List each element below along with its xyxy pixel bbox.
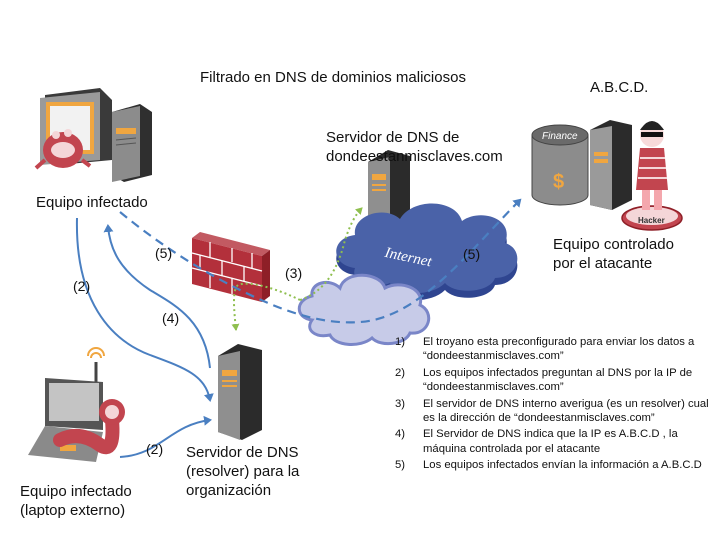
attacker-label: Equipo controlado por el atacante [553,235,674,273]
step3-dns-to-org-dotted [231,282,301,331]
org-dns-label: Servidor de DNS (resolver) para la organ… [186,443,299,500]
step-text: Los equipos infectados envían la informa… [423,459,702,472]
finance-database-icon: Finance $ [531,124,589,206]
external-dns-label-line1: Servidor de DNS de [326,129,460,146]
step4-marker: (4) [162,310,180,326]
step4-dns-to-pc-arrow [103,224,211,369]
step-text: El servidor de DNS interno averigua (es … [423,397,709,425]
infected-laptop-label-line2: (laptop externo) [20,502,126,519]
step-number: 1) [395,336,406,348]
step2-laptop-to-dns-arrow [119,415,212,458]
step3-marker: (3) [285,265,303,281]
step-number: 2) [395,366,406,379]
step-item: 5) Los equipos infectados envían la infor… [395,458,715,472]
attacker-label-line1: Equipo controlado [553,236,674,253]
step-text: El troyano esta preconfigurado para envi… [423,336,695,363]
hacker-icon: Hacker [621,121,683,231]
step-number: 3) [395,397,406,410]
step-text: Los equipos infectados preguntan al DNS … [423,366,693,394]
dollar-sign: $ [553,171,564,193]
firewall-icon [191,232,270,302]
step-text: El Servidor de DNS indica que la IP es A… [423,428,678,455]
finance-label: Finance [542,131,578,142]
infected-pc-icon [34,88,152,182]
step-item: 2) Los equipos infectados preguntan al DN… [395,366,715,395]
step-number: 4) [395,428,406,441]
step2-pc-marker: (2) [73,278,91,294]
attacker-ip-label: A.B.C.D. [590,79,649,96]
infected-laptop-label-line1: Equipo infectado [20,483,132,500]
step2-laptop-marker: (2) [146,441,164,457]
infected-laptop-icon [28,347,125,462]
internet-cloud-icon: Internet [336,203,518,301]
external-dns-label: Servidor de DNS de dondeestanmisclaves.c… [326,128,503,166]
infected-pc-label: Equipo infectado [36,194,148,211]
step-number: 5) [395,459,406,472]
org-dns-server-icon [218,344,262,440]
step5-left-marker: (5) [155,245,173,261]
step2-pc-to-dns-arrow [75,217,214,402]
step-item: 1) El troyano esta preconfigurado para en… [395,335,715,364]
hacker-label: Hacker [638,216,665,225]
org-dns-label-line1: Servidor de DNS [186,444,299,461]
external-dns-label-line2: dondeestanmisclaves.com [326,148,503,165]
attacker-machine-icon: Finance $ Hacker [531,120,683,231]
step5-right-marker: (5) [463,246,481,262]
step-item: 4) El Servidor de DNS indica que la IP es… [395,427,715,456]
attacker-label-line2: por el atacante [553,255,653,272]
step5-exfiltration-arrow [119,198,522,324]
infected-laptop-label: Equipo infectado (laptop externo) [20,482,132,520]
diagram-title: Filtrado en DNS de dominios maliciosos [200,69,466,86]
virus-monster-icon [34,129,92,170]
worm-icon [53,399,125,455]
local-network-cloud-icon [297,273,431,346]
steps-legend: 1) El troyano esta preconfigurado para en… [395,335,715,475]
org-dns-label-line2: (resolver) para la [186,463,300,480]
step-item: 3) El servidor de DNS interno averigua (e… [395,397,715,426]
org-dns-label-line3: organización [186,482,272,499]
